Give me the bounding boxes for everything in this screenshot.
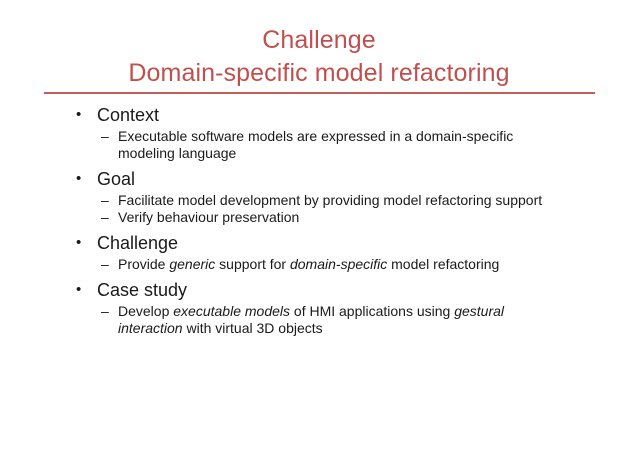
bullet-level2-label: Provide generic support for domain-speci… bbox=[118, 256, 499, 272]
slide-title: Challenge Domain-specific model refactor… bbox=[0, 24, 638, 90]
plain-text: Develop bbox=[118, 303, 174, 319]
plain-text: model refactoring bbox=[387, 256, 500, 272]
plain-text: support for bbox=[215, 256, 290, 272]
bullet-dash-icon: – bbox=[101, 128, 109, 144]
bullet-group: • Goal –Facilitate model development by pr… bbox=[0, 167, 638, 226]
emphasis-text: generic bbox=[169, 256, 216, 272]
bullet-level2: –Provide generic support for domain-spec… bbox=[0, 256, 638, 273]
slide-body: •Context–Executable software models are … bbox=[0, 101, 638, 337]
bullet-level1-label: Case study bbox=[97, 280, 188, 300]
bullet-level1-label: Context bbox=[97, 105, 160, 125]
slide-title-line-1: Challenge bbox=[262, 26, 376, 54]
bullet-level2-label: Executable software models are expressed… bbox=[118, 128, 513, 161]
bullet-dot-icon: • bbox=[76, 170, 82, 187]
plain-text: Provide bbox=[118, 256, 170, 272]
bullet-group: • Context –Executable software models are … bbox=[0, 103, 638, 162]
bullet-level2: –Executable software models are expresse… bbox=[0, 128, 638, 162]
bullet-level1: • Context bbox=[0, 103, 638, 127]
bullet-level1: • Case study bbox=[0, 278, 638, 302]
bullet-dash-icon: – bbox=[101, 209, 109, 225]
plain-text: Verify behaviour preservation bbox=[118, 209, 300, 225]
bullet-level2-label: Facilitate model development by providin… bbox=[118, 192, 542, 208]
bullet-level2-label: Develop executable models of HMI applica… bbox=[118, 303, 504, 336]
bullet-dash-icon: – bbox=[101, 192, 109, 208]
bullet-group: • Challenge –Provide generic support for d… bbox=[0, 231, 638, 273]
bullet-dot-icon: • bbox=[76, 106, 82, 123]
bullet-dot-icon: • bbox=[76, 281, 82, 298]
emphasis-text: gestural interaction bbox=[118, 303, 505, 336]
slide-title-line-2: Domain-specific model refactoring bbox=[128, 59, 510, 87]
bullet-level2: –Verify behaviour preservation bbox=[0, 209, 638, 226]
bullet-level1-label: Challenge bbox=[97, 233, 179, 253]
bullet-dash-icon: – bbox=[101, 303, 109, 319]
bullet-dash-icon: – bbox=[101, 256, 109, 272]
bullet-dot-icon: • bbox=[76, 234, 82, 251]
plain-text: with virtual 3D objects bbox=[182, 320, 323, 336]
bullet-level2-label: Verify behaviour preservation bbox=[118, 209, 299, 225]
bullet-level2: –Develop executable models of HMI applic… bbox=[0, 303, 638, 337]
bullet-group: • Case study –Develop executable models of… bbox=[0, 278, 638, 337]
bullet-level1: • Goal bbox=[0, 167, 638, 191]
plain-text: Facilitate model development by providin… bbox=[118, 192, 543, 208]
bullet-level2: –Facilitate model development by providi… bbox=[0, 192, 638, 209]
plain-text: of HMI applications using bbox=[290, 303, 455, 319]
emphasis-text: domain-specific bbox=[289, 256, 388, 272]
title-divider-rule bbox=[44, 92, 595, 94]
bullet-level1-label: Goal bbox=[97, 169, 136, 189]
plain-text: Executable software models are expressed… bbox=[118, 128, 514, 161]
bullet-level1: • Challenge bbox=[0, 231, 638, 255]
emphasis-text: executable models bbox=[173, 303, 291, 319]
